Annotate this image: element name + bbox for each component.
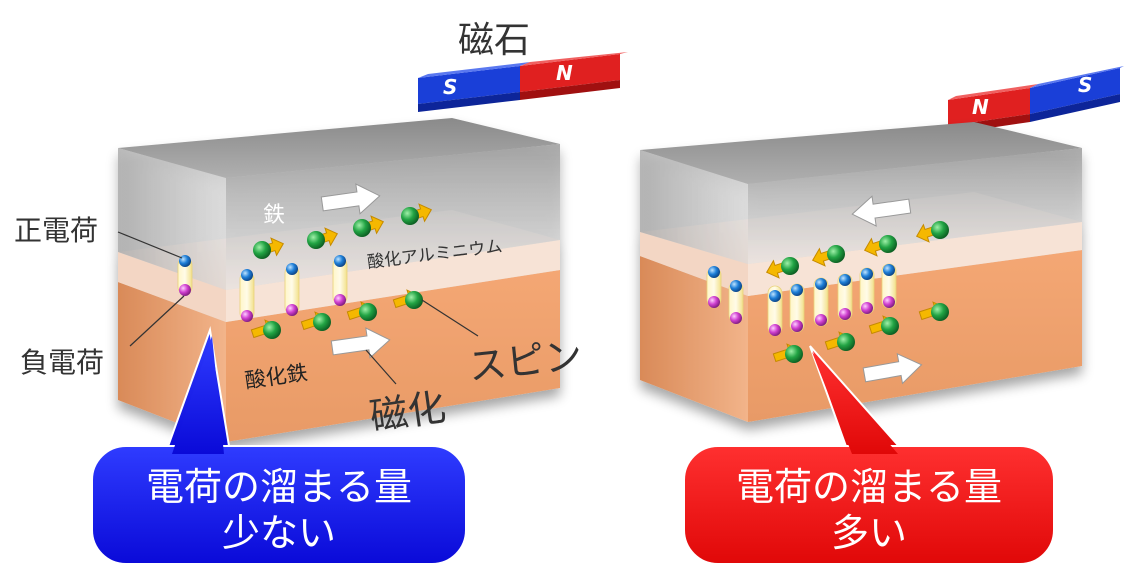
right-callout-line2: 多い bbox=[831, 511, 907, 555]
left-alumina-side bbox=[118, 252, 226, 322]
left-magnet-s-label: S bbox=[443, 75, 457, 99]
spin-ball bbox=[785, 345, 803, 363]
right-oxide-spins bbox=[771, 298, 949, 367]
spin-ball bbox=[307, 231, 325, 249]
iron-label: 鉄 bbox=[263, 203, 285, 228]
right-callout-line1: 電荷の溜まる量 bbox=[736, 465, 1002, 509]
left-iron-top bbox=[118, 118, 560, 178]
positive-charge-ball bbox=[883, 264, 895, 276]
negative-charge-ball bbox=[861, 302, 873, 314]
positive-charge-ball bbox=[769, 290, 781, 302]
right-bar-magnet: N S bbox=[948, 66, 1124, 134]
left-panel: S N 磁石 bbox=[14, 20, 628, 565]
negative-charge-ball bbox=[241, 310, 253, 322]
spin-ball bbox=[405, 291, 423, 309]
negative-charge-ball bbox=[730, 312, 742, 324]
right-iron-top bbox=[640, 122, 1082, 184]
spin-ball bbox=[353, 219, 371, 237]
spin-ball bbox=[781, 257, 799, 275]
negative-charge-ball bbox=[286, 304, 298, 316]
right-alumina-front bbox=[748, 222, 1082, 296]
left-bar-magnet: S N bbox=[418, 52, 628, 112]
spin-ball bbox=[931, 303, 949, 321]
left-charge-pairs bbox=[177, 255, 348, 322]
left-layer-stack bbox=[118, 118, 560, 442]
positive-charge-ball bbox=[334, 255, 346, 267]
spin-ball bbox=[931, 221, 949, 239]
magnet-title: 磁石 bbox=[458, 20, 530, 61]
right-magnet-n-label: N bbox=[972, 95, 989, 119]
negative-charge-label: 負電荷 bbox=[20, 346, 104, 379]
magnetization-leader bbox=[365, 349, 397, 385]
positive-charge-ball bbox=[861, 268, 873, 280]
right-iron-front bbox=[748, 148, 1082, 264]
positive-charge-ball bbox=[286, 263, 298, 275]
positive-charge-ball bbox=[815, 278, 827, 290]
left-iron-side bbox=[118, 148, 226, 290]
negative-charge-ball bbox=[769, 324, 781, 336]
spin-ball bbox=[359, 303, 377, 321]
right-callout-bubble: 電荷の溜まる量 多い bbox=[683, 345, 1055, 565]
right-magnet-s-label: S bbox=[1078, 73, 1092, 97]
right-charge-pairs bbox=[706, 263, 897, 336]
spin-ball bbox=[313, 313, 331, 331]
left-iron-oxide-front bbox=[226, 270, 560, 442]
positive-charge-ball bbox=[708, 266, 720, 278]
positive-charge-ball bbox=[241, 269, 253, 281]
spin-ball bbox=[401, 207, 419, 225]
negative-charge-ball bbox=[334, 294, 346, 306]
negative-charge-ball bbox=[791, 320, 803, 332]
positive-charge-ball bbox=[839, 274, 851, 286]
right-panel: N S bbox=[640, 66, 1124, 565]
left-oxide-spins bbox=[249, 286, 423, 343]
positive-charge-leader bbox=[117, 231, 183, 259]
spin-ball bbox=[879, 235, 897, 253]
spin-ball bbox=[827, 245, 845, 263]
left-callout-line1: 電荷の溜まる量 bbox=[146, 465, 412, 509]
left-iron-front bbox=[226, 144, 560, 290]
left-magnet-n-label: N bbox=[556, 61, 573, 85]
right-iron-side bbox=[640, 150, 748, 264]
negative-charge-ball bbox=[815, 314, 827, 326]
spin-ball bbox=[263, 321, 281, 339]
negative-charge-ball bbox=[708, 296, 720, 308]
spin-ball bbox=[837, 333, 855, 351]
positive-charge-label: 正電荷 bbox=[14, 214, 98, 247]
right-iron-spins bbox=[763, 219, 949, 282]
negative-charge-ball bbox=[839, 308, 851, 320]
negative-charge-ball bbox=[179, 284, 191, 296]
left-alumina-front bbox=[226, 240, 560, 322]
magnetization-label: 磁化 bbox=[367, 385, 448, 439]
left-callout-bubble: 電荷の溜まる量 少ない bbox=[91, 326, 467, 565]
positive-charge-ball bbox=[791, 284, 803, 296]
negative-charge-leader bbox=[129, 295, 185, 347]
positive-charge-ball bbox=[730, 280, 742, 292]
negative-charge-ball bbox=[883, 296, 895, 308]
left-iron-spins bbox=[253, 200, 435, 261]
spin-leader bbox=[421, 299, 479, 337]
spin-ball bbox=[881, 317, 899, 335]
spin-ball bbox=[253, 241, 271, 259]
left-callout-line2: 少ない bbox=[222, 511, 336, 555]
positive-charge-ball bbox=[179, 255, 191, 267]
